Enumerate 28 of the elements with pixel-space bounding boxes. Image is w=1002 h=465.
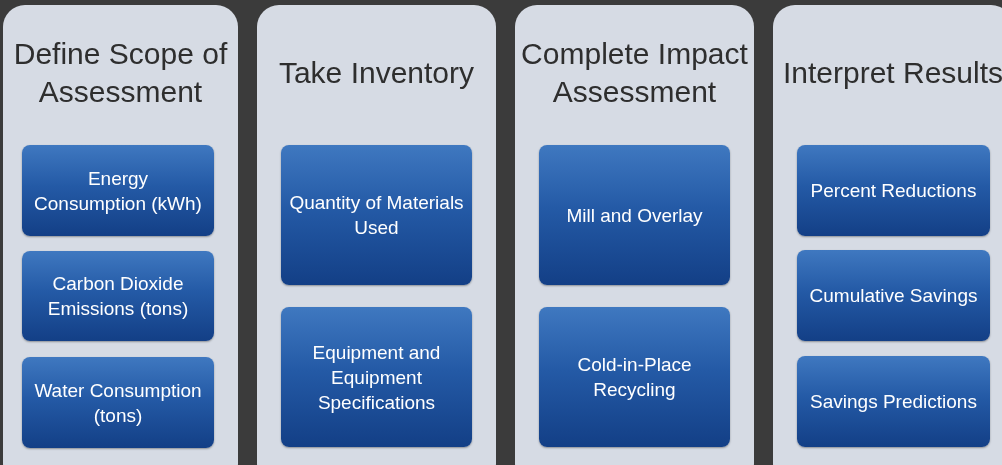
step-box xyxy=(281,307,472,447)
step-label: Quantity of Materials Used xyxy=(288,191,465,240)
step-box xyxy=(539,307,730,447)
step-label: Mill and Overlay xyxy=(565,203,704,228)
step-box xyxy=(797,250,990,341)
stage-title: Take Inventory xyxy=(277,54,476,91)
step-box xyxy=(22,251,214,341)
step-label: Savings Predictions xyxy=(809,390,978,414)
step-label: Cumulative Savings xyxy=(808,284,979,308)
stage-panel xyxy=(3,5,238,465)
step-label: Cold-in-Place Recycling xyxy=(576,353,693,402)
stage-title: Define Scope of Assessment xyxy=(12,35,229,110)
stage-panel xyxy=(515,5,754,465)
stage-title: Interpret Results xyxy=(781,54,1002,91)
step-label: Carbon Dioxide Emissions (tons) xyxy=(46,272,190,321)
step-box xyxy=(22,357,214,448)
step-box xyxy=(281,145,472,285)
step-box xyxy=(797,356,990,447)
step-label: Percent Reductions xyxy=(809,179,978,203)
step-box xyxy=(797,145,990,236)
step-label: Equipment and Equipment Specifications xyxy=(311,340,442,415)
stage-panel xyxy=(257,5,496,465)
step-box xyxy=(539,145,730,285)
stage-panel xyxy=(773,5,1002,465)
stage-title: Complete Impact Assessment xyxy=(520,35,749,110)
step-box xyxy=(22,145,214,236)
step-label: Energy Consumption (kWh) xyxy=(33,166,203,216)
step-label: Water Consumption (tons) xyxy=(33,378,203,428)
